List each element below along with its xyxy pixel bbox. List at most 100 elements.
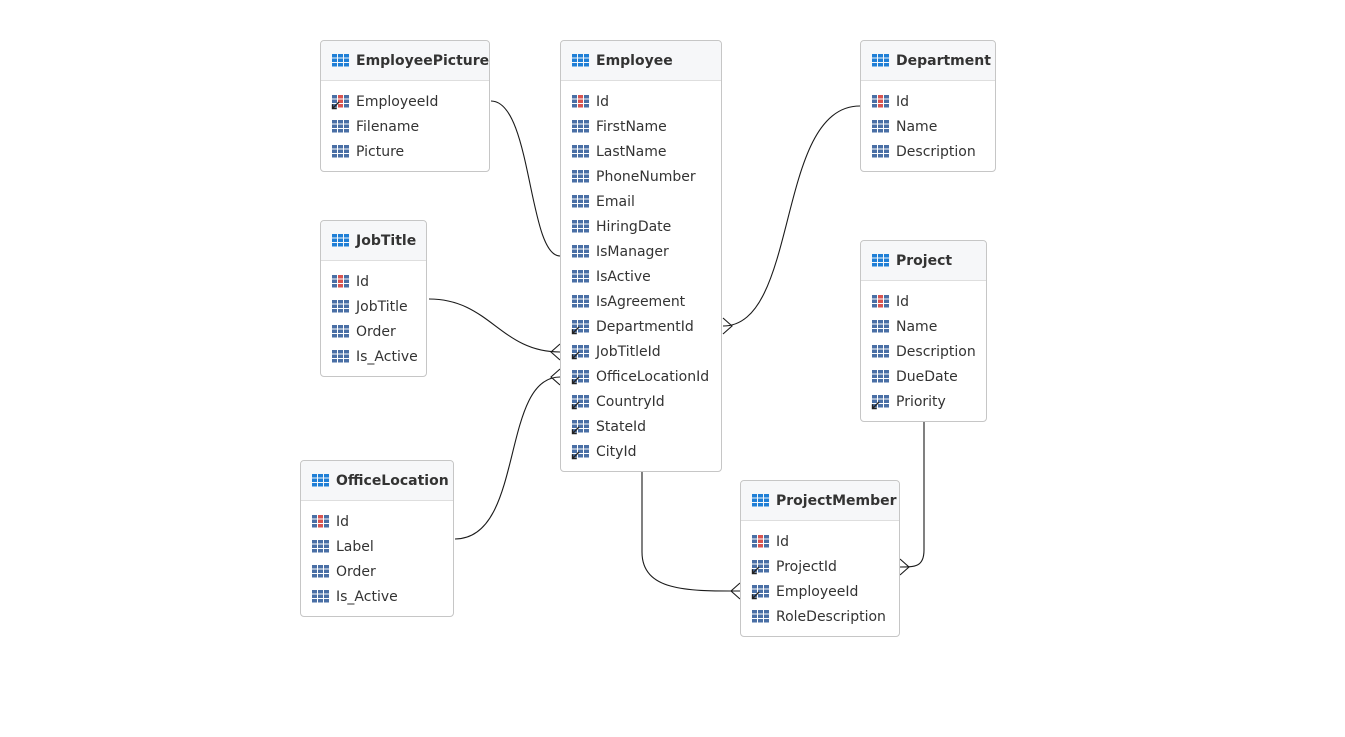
primary-key-column-icon (752, 535, 770, 548)
table-grid-icon (872, 254, 890, 267)
field-row-email[interactable]: Email (561, 189, 721, 214)
foreign-key-column-icon (751, 585, 770, 600)
field-row-firstname[interactable]: FirstName (561, 114, 721, 139)
field-name: JobTitle (356, 298, 408, 315)
primary-key-column-icon (872, 95, 890, 108)
field-name: CountryId (596, 393, 665, 410)
field-row-departmentid[interactable]: DepartmentId (561, 314, 721, 339)
field-row-jobtitle[interactable]: JobTitle (321, 294, 426, 319)
field-name: FirstName (596, 118, 667, 135)
field-row-order[interactable]: Order (301, 559, 453, 584)
field-name: Id (336, 513, 350, 530)
field-row-ismanager[interactable]: IsManager (561, 239, 721, 264)
field-row-employeeid[interactable]: EmployeeId (321, 89, 489, 114)
field-name: LastName (596, 143, 667, 160)
field-row-is-active[interactable]: Is_Active (301, 584, 453, 609)
table-title: Employee (596, 52, 673, 69)
field-name: Description (896, 343, 976, 360)
field-name: Name (896, 118, 938, 135)
field-row-label[interactable]: Label (301, 534, 453, 559)
table-grid-icon (332, 54, 350, 67)
field-row-lastname[interactable]: LastName (561, 139, 721, 164)
field-row-projectid[interactable]: ProjectId (741, 554, 899, 579)
field-row-picture[interactable]: Picture (321, 139, 489, 164)
column-icon (872, 345, 890, 358)
field-row-employeeid[interactable]: EmployeeId (741, 579, 899, 604)
field-name: Order (356, 323, 396, 340)
field-row-phonenumber[interactable]: PhoneNumber (561, 164, 721, 189)
field-name: Id (896, 293, 910, 310)
field-row-roledescription[interactable]: RoleDescription (741, 604, 899, 629)
field-row-id[interactable]: Id (861, 89, 995, 114)
table-header[interactable]: ProjectMember (741, 481, 899, 521)
field-row-id[interactable]: Id (861, 289, 986, 314)
foreign-key-column-icon (571, 320, 590, 335)
field-row-name[interactable]: Name (861, 114, 995, 139)
column-icon (872, 145, 890, 158)
field-row-priority[interactable]: Priority (861, 389, 986, 414)
field-row-id[interactable]: Id (301, 509, 453, 534)
field-row-countryid[interactable]: CountryId (561, 389, 721, 414)
field-row-description[interactable]: Description (861, 339, 986, 364)
table-header[interactable]: EmployeePicture (321, 41, 489, 81)
table-grid-icon (332, 234, 350, 247)
primary-foreign-key-column-icon (331, 95, 350, 110)
foreign-key-column-icon (571, 395, 590, 410)
table-header[interactable]: OfficeLocation (301, 461, 453, 501)
field-row-cityid[interactable]: CityId (561, 439, 721, 464)
field-row-order[interactable]: Order (321, 319, 426, 344)
table-title: Project (896, 252, 953, 269)
field-row-stateid[interactable]: StateId (561, 414, 721, 439)
foreign-key-column-icon (571, 445, 590, 460)
field-row-id[interactable]: Id (321, 269, 426, 294)
relationship-employee-projectmember (641, 472, 741, 592)
column-icon (572, 195, 590, 208)
field-row-filename[interactable]: Filename (321, 114, 489, 139)
table-grid-icon (312, 474, 330, 487)
field-name: Label (336, 538, 374, 555)
column-icon (872, 120, 890, 133)
table-grid-icon (872, 54, 890, 67)
table-title: Department (896, 52, 991, 69)
crowfoot-officelocationid (550, 368, 561, 386)
table-header[interactable]: Employee (561, 41, 721, 81)
field-row-isagreement[interactable]: IsAgreement (561, 289, 721, 314)
field-row-id[interactable]: Id (561, 89, 721, 114)
field-row-isactive[interactable]: IsActive (561, 264, 721, 289)
field-row-id[interactable]: Id (741, 529, 899, 554)
foreign-key-column-icon (571, 345, 590, 360)
field-name: PhoneNumber (596, 168, 696, 185)
field-name: EmployeeId (356, 93, 439, 110)
field-row-description[interactable]: Description (861, 139, 995, 164)
table-header[interactable]: Department (861, 41, 995, 81)
column-icon (332, 350, 350, 363)
field-row-is-active[interactable]: Is_Active (321, 344, 426, 369)
table-header[interactable]: Project (861, 241, 986, 281)
field-row-jobtitleid[interactable]: JobTitleId (561, 339, 721, 364)
field-name: DepartmentId (596, 318, 694, 335)
primary-key-column-icon (312, 515, 330, 528)
field-name: DueDate (896, 368, 958, 385)
crowfoot-projectmember-employeeid (730, 582, 741, 600)
column-icon (332, 145, 350, 158)
field-name: Email (596, 193, 635, 210)
table-grid-icon (752, 494, 770, 507)
primary-key-column-icon (332, 275, 350, 288)
field-row-duedate[interactable]: DueDate (861, 364, 986, 389)
field-row-officelocationid[interactable]: OfficeLocationId (561, 364, 721, 389)
field-row-name[interactable]: Name (861, 314, 986, 339)
field-name: StateId (596, 418, 647, 435)
field-row-hiringdate[interactable]: HiringDate (561, 214, 721, 239)
field-name: ProjectId (776, 558, 837, 575)
table-header[interactable]: JobTitle (321, 221, 426, 261)
column-icon (572, 270, 590, 283)
